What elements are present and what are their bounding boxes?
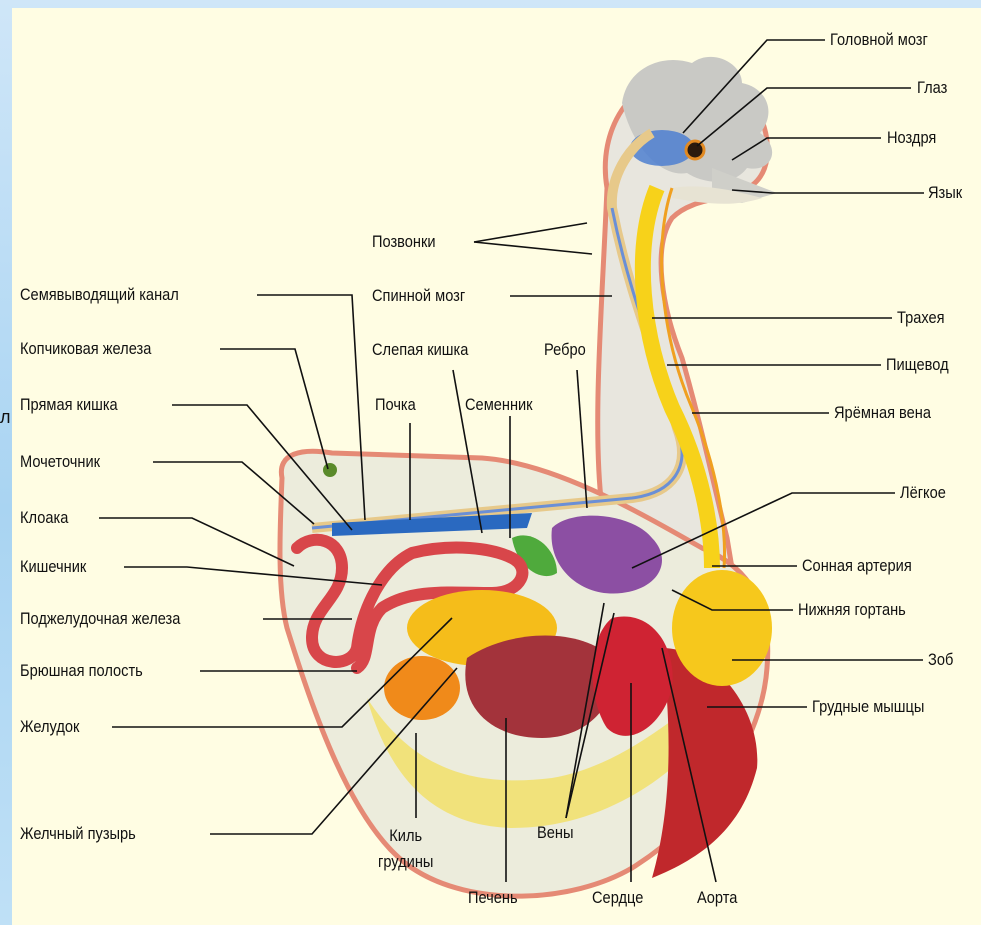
label-carotid-artery: Сонная артерия <box>802 556 912 576</box>
label-aorta: Аорта <box>697 888 737 908</box>
bird-anatomy-illustration <box>12 8 981 925</box>
label-vas-deferens: Семявыводящий канал <box>20 285 179 305</box>
label-jugular-vein: Ярёмная вена <box>834 403 931 423</box>
label-brain: Головной мозг <box>830 30 928 50</box>
gizzard <box>384 656 460 720</box>
label-pectoral-muscles: Грудные мышцы <box>812 697 924 717</box>
label-testis: Семенник <box>465 395 533 415</box>
label-intestine: Кишечник <box>20 557 86 577</box>
label-heart: Сердце <box>592 888 643 908</box>
label-spinal-cord: Спинной мозг <box>372 286 465 306</box>
label-pancreas: Поджелудочная железа <box>20 609 180 629</box>
label-caecum: Слепая кишка <box>372 340 468 360</box>
uropygial-gland <box>323 463 337 477</box>
label-eye: Глаз <box>917 78 947 98</box>
label-tongue: Язык <box>928 183 962 203</box>
label-lower-larynx: Нижняя гортань <box>798 600 906 620</box>
label-liver: Печень <box>468 888 518 908</box>
label-trachea: Трахея <box>897 308 945 328</box>
label-crop: Зоб <box>928 650 953 670</box>
label-rib: Ребро <box>544 340 586 360</box>
label-ureter: Мочеточник <box>20 452 100 472</box>
label-kidney: Почка <box>375 395 416 415</box>
label-veins: Вены <box>537 823 573 843</box>
label-lung: Лёгкое <box>900 483 946 503</box>
slide-edge-text: л <box>0 407 10 428</box>
label-cloaca: Клоака <box>20 508 68 528</box>
label-nostril: Ноздря <box>887 128 936 148</box>
diagram-canvas: Головной мозг Глаз Ноздря Язык Трахея Пи… <box>12 8 981 925</box>
label-vertebrae: Позвонки <box>372 232 436 252</box>
label-keel: Киль грудины <box>378 823 433 875</box>
label-gallbladder: Желчный пузырь <box>20 824 136 844</box>
crop <box>672 570 772 686</box>
label-uropygial-gland: Копчиковая железа <box>20 339 151 359</box>
label-rectum: Прямая кишка <box>20 395 118 415</box>
label-stomach: Желудок <box>20 717 79 737</box>
label-esophagus: Пищевод <box>886 355 949 375</box>
eye <box>686 141 704 159</box>
label-abdominal-cavity: Брюшная полость <box>20 661 143 681</box>
